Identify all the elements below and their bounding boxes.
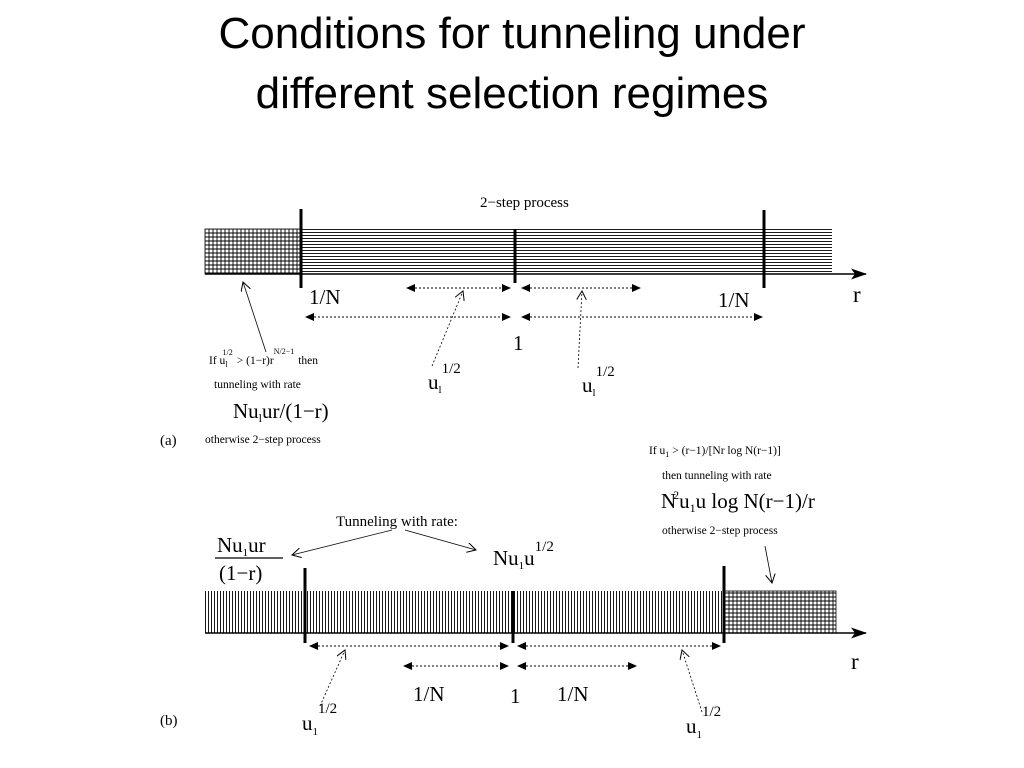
panel-a-otherwise: otherwise 2−step process: [205, 434, 321, 446]
panel-a-crosshatch-region: [205, 229, 301, 274]
panel-b-pointer-left: [319, 650, 345, 707]
panel-b-crosshatch-region: [724, 591, 836, 633]
panel-b-label: (b): [160, 713, 178, 729]
panel-a: 2−step process r 1/N 1/N 1 ul1/2 ul1/2 I…: [160, 195, 867, 449]
panel-b-otherwise: otherwise 2−step process: [662, 525, 778, 537]
panel-b-rate: N2u1u log N(r−1)/r: [661, 488, 815, 515]
panel-a-center-tick: 1: [513, 331, 524, 355]
panel-b-striped-region: [205, 591, 724, 633]
panel-a-label: (a): [160, 433, 177, 449]
panel-a-right-tick: 1/N: [718, 288, 750, 312]
panel-b-frac-numerator: Nu1ur: [217, 533, 266, 559]
panel-b-u-label-left: u11/2: [302, 701, 337, 738]
panel-a-condition-pointer: [243, 282, 267, 353]
panel-b: If u1> (r−1)/[Nr log N(r−1)] then tunnel…: [160, 445, 867, 741]
panel-b-center-tick: 1: [510, 684, 521, 708]
slide-title-line-1: Conditions for tunneling under: [218, 9, 806, 58]
panel-a-striped-region: [301, 229, 832, 274]
panel-a-u-label-right: ul1/2: [582, 364, 615, 399]
panel-a-u-label-left: ul1/2: [428, 361, 461, 396]
panel-a-condition: If ul1/2> (1−r)rN/2−1then: [209, 347, 318, 369]
panel-a-pointer-right: [578, 291, 582, 369]
slide-title: Conditions for tunneling under different…: [0, 4, 1024, 124]
panel-b-u-label-right: u11/2: [686, 704, 721, 741]
panel-b-right-tick: 1/N: [557, 682, 589, 706]
panel-b-tunneling-label: Tunneling with rate:: [336, 514, 458, 530]
panel-b-condition-pointer: [764, 545, 772, 583]
panel-b-condition: If u1> (r−1)/[Nr log N(r−1)]: [649, 445, 781, 459]
panel-a-left-tick: 1/N: [309, 285, 341, 309]
panel-b-left-tick: 1/N: [413, 682, 445, 706]
panel-a-r-axis-label: r: [853, 282, 861, 307]
panel-a-tunneling-text: tunneling with rate: [214, 379, 301, 391]
panel-b-then-text: then tunneling with rate: [662, 470, 772, 482]
panel-b-center-rate: Nu1u1/2: [493, 539, 554, 572]
panel-b-r-axis-label: r: [851, 649, 859, 674]
panel-a-pointer-left: [431, 291, 463, 367]
panel-a-rate: Nulur/(1−r): [233, 399, 329, 425]
panel-b-tunneling-pointer-left: [292, 529, 393, 555]
slide-title-line-2: different selection regimes: [255, 69, 769, 118]
panel-a-top-label: 2−step process: [480, 195, 569, 211]
panel-b-frac-denominator: (1−r): [219, 561, 262, 585]
panel-b-tunneling-pointer-right: [404, 529, 476, 550]
panel-b-pointer-right: [682, 650, 703, 713]
